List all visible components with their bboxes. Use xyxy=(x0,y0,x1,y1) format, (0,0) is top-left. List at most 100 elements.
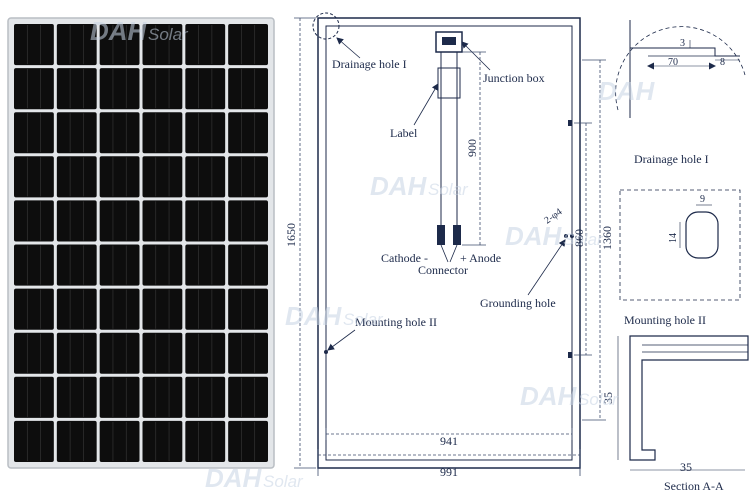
watermark-brand: DAH xyxy=(598,76,656,106)
solar-cell xyxy=(56,156,97,198)
solar-cell xyxy=(99,156,140,198)
solar-cell xyxy=(56,68,97,110)
solar-cell xyxy=(56,332,97,374)
solar-cell xyxy=(142,24,183,66)
mounting-dim-9: 9 xyxy=(700,194,705,205)
grounding-hole-label: Grounding hole xyxy=(480,296,556,310)
solar-cell xyxy=(99,68,140,110)
solar-cell xyxy=(142,200,183,242)
solar-cell xyxy=(14,24,54,66)
dim-width: 991 xyxy=(440,465,458,479)
solar-cell xyxy=(99,24,140,66)
solar-cell xyxy=(142,332,183,374)
solar-cell xyxy=(56,112,97,154)
rear-frame-outer xyxy=(317,17,581,469)
solar-cell xyxy=(99,244,140,286)
solar-cell xyxy=(56,244,97,286)
section-dim-width: 35 xyxy=(680,460,692,474)
cathode-connector xyxy=(437,225,445,245)
watermark-suffix: Solar xyxy=(563,230,604,249)
dim-inner-width: 941 xyxy=(440,434,458,448)
solar-cell xyxy=(14,244,54,286)
solar-cell xyxy=(185,156,226,198)
solar-cell xyxy=(99,112,140,154)
solar-cell xyxy=(185,332,226,374)
solar-cell xyxy=(142,420,183,462)
watermark-suffix: Solar xyxy=(343,310,384,329)
solar-cell xyxy=(185,200,226,242)
solar-cell xyxy=(185,288,226,330)
solar-cell xyxy=(14,112,54,154)
section-a-a xyxy=(617,335,749,471)
solar-cell xyxy=(185,244,226,286)
dim-height: 1650 xyxy=(284,223,298,247)
anode-connector xyxy=(453,225,461,245)
watermark-suffix: Solar xyxy=(578,390,619,409)
solar-cell xyxy=(56,288,97,330)
label-label: Label xyxy=(390,126,418,140)
section-dim-height: 35 xyxy=(601,392,615,404)
mounting-hole-detail xyxy=(619,189,741,301)
drainage-dim-70: 70 xyxy=(668,57,678,68)
anode-label: + Anode xyxy=(460,251,501,265)
mounting-hole-left xyxy=(324,350,328,354)
solar-cell xyxy=(228,112,268,154)
dim-inner-height: 1360 xyxy=(600,226,614,250)
panel-cell-grid xyxy=(14,24,268,462)
drainage-dim-3: 3 xyxy=(680,38,685,49)
solar-cell xyxy=(142,376,183,418)
watermark-brand: DAH xyxy=(90,16,148,46)
solar-cell xyxy=(14,376,54,418)
watermark-brand: DAH xyxy=(505,221,563,251)
solar-cell xyxy=(14,288,54,330)
watermarks: DAH Solar DAH Solar DAH Solar DAH Solar … xyxy=(90,16,656,493)
drainage-dim-8: 8 xyxy=(720,57,725,68)
dim-cable: 900 xyxy=(465,139,479,157)
solar-cell xyxy=(99,288,140,330)
rear-frame-inner xyxy=(325,25,573,461)
solar-cell xyxy=(142,112,183,154)
solar-cell xyxy=(142,244,183,286)
solar-cell xyxy=(14,420,54,462)
solar-cell xyxy=(228,332,268,374)
solar-cell xyxy=(14,156,54,198)
solar-cell xyxy=(185,376,226,418)
solar-cell xyxy=(185,420,226,462)
solar-cell xyxy=(142,68,183,110)
dim-mount-spacing: 860 xyxy=(572,229,586,247)
connector-label: Connector xyxy=(418,263,468,277)
drainage-hole-detail xyxy=(615,20,746,118)
drainage-hole-marker xyxy=(312,12,340,40)
solar-cell xyxy=(14,200,54,242)
cathode-label: Cathode - xyxy=(381,251,428,265)
solar-cell xyxy=(142,288,183,330)
solar-cell xyxy=(185,112,226,154)
solar-cell xyxy=(228,288,268,330)
solar-cell xyxy=(99,420,140,462)
solar-cell xyxy=(14,68,54,110)
watermark-suffix: Solar xyxy=(263,472,304,491)
solar-cell xyxy=(228,376,268,418)
mounting-slot xyxy=(685,211,719,259)
rear-view xyxy=(312,12,581,469)
solar-cell xyxy=(228,156,268,198)
solar-cell xyxy=(99,332,140,374)
solar-cell xyxy=(228,244,268,286)
grounding-hole xyxy=(564,234,568,238)
label-box xyxy=(437,67,461,99)
solar-cell xyxy=(56,420,97,462)
drainage-hole-label: Drainage hole I xyxy=(332,57,407,71)
solar-cell xyxy=(99,200,140,242)
solar-cell xyxy=(56,376,97,418)
solar-cell xyxy=(14,332,54,374)
mounting-detail-caption: Mounting hole II xyxy=(624,313,706,327)
solar-panel-front xyxy=(7,17,275,469)
watermark-brand: DAH xyxy=(285,301,343,331)
solar-cell xyxy=(228,420,268,462)
watermark-suffix: Solar xyxy=(428,180,469,199)
solar-cell xyxy=(185,68,226,110)
mounting-hole-label: Mounting hole II xyxy=(355,315,437,329)
solar-cell xyxy=(228,68,268,110)
watermark-brand: DAH xyxy=(205,463,263,493)
